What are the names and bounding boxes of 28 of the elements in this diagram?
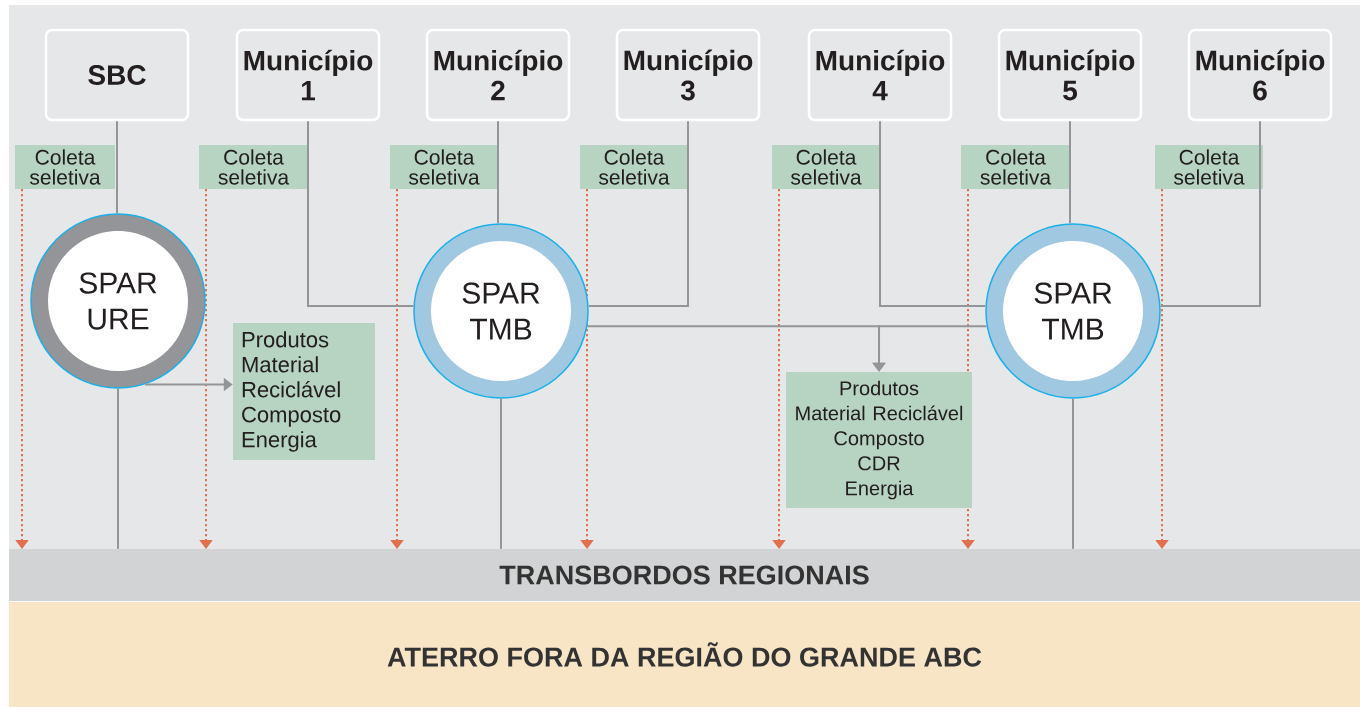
tag-box: Coleta seletiva xyxy=(580,145,688,189)
band: TRANSBORDOS REGIONAIS xyxy=(9,549,1360,601)
connector-line xyxy=(879,120,987,307)
municipality-box: Município 1 xyxy=(235,28,381,122)
connector-line xyxy=(500,397,502,550)
tag-box: Coleta seletiva xyxy=(1155,145,1263,189)
municipality-box: Município 4 xyxy=(807,28,953,122)
municipality-box: Município 3 xyxy=(615,28,761,122)
tag-box: Coleta seletiva xyxy=(390,145,498,189)
tag-box: Coleta seletiva xyxy=(772,145,880,189)
connector-line xyxy=(307,120,415,307)
connector-line xyxy=(587,120,689,307)
output-box: Produtos Material Reciclável Composto Energia xyxy=(233,323,375,460)
connector-line xyxy=(1069,120,1071,225)
tag-box: Coleta seletiva xyxy=(199,145,308,189)
tag-box: Coleta seletiva xyxy=(961,145,1070,189)
connector-line xyxy=(1159,120,1261,307)
connector-line xyxy=(497,120,499,225)
municipality-box: Município 5 xyxy=(997,28,1143,122)
municipality-box: Município 2 xyxy=(425,28,571,122)
municipality-box: Município 6 xyxy=(1187,28,1333,122)
tag-box: Coleta seletiva xyxy=(15,145,115,189)
band: ATERRO FORA DA REGIÃO DO GRANDE ABC xyxy=(9,602,1360,707)
connector-line xyxy=(1072,397,1074,550)
connector-line xyxy=(116,120,118,215)
output-box: Produtos Material Reciclável Composto CDR Energia xyxy=(786,372,972,508)
connector-line xyxy=(117,387,119,550)
municipality-box: SBC xyxy=(44,28,190,122)
